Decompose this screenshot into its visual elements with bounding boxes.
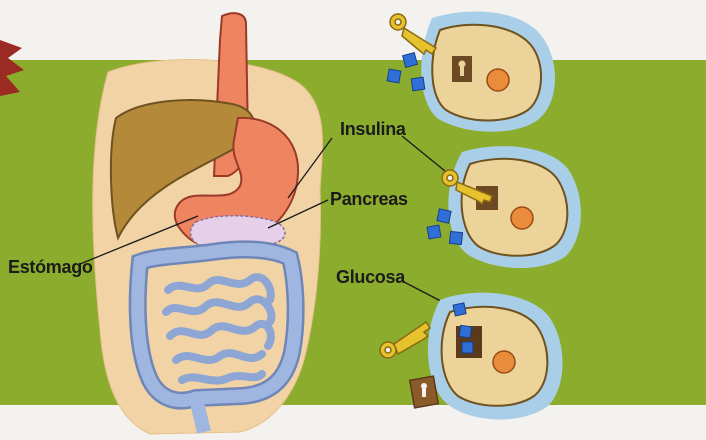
insulina-label: Insulina — [340, 120, 406, 138]
cell-nucleus — [493, 351, 515, 373]
estomago-label: Estómago — [8, 258, 93, 276]
pancreas-label: Pancreas — [330, 190, 408, 208]
rectum — [196, 398, 204, 432]
glucosa-label: Glucosa — [336, 268, 405, 286]
lock-plate-icon — [410, 376, 438, 408]
cell-open — [428, 293, 563, 420]
cell-locked — [421, 11, 555, 131]
cell-nucleus — [487, 69, 509, 91]
cell-key-inserted — [448, 146, 580, 268]
cell-nucleus — [511, 207, 533, 229]
